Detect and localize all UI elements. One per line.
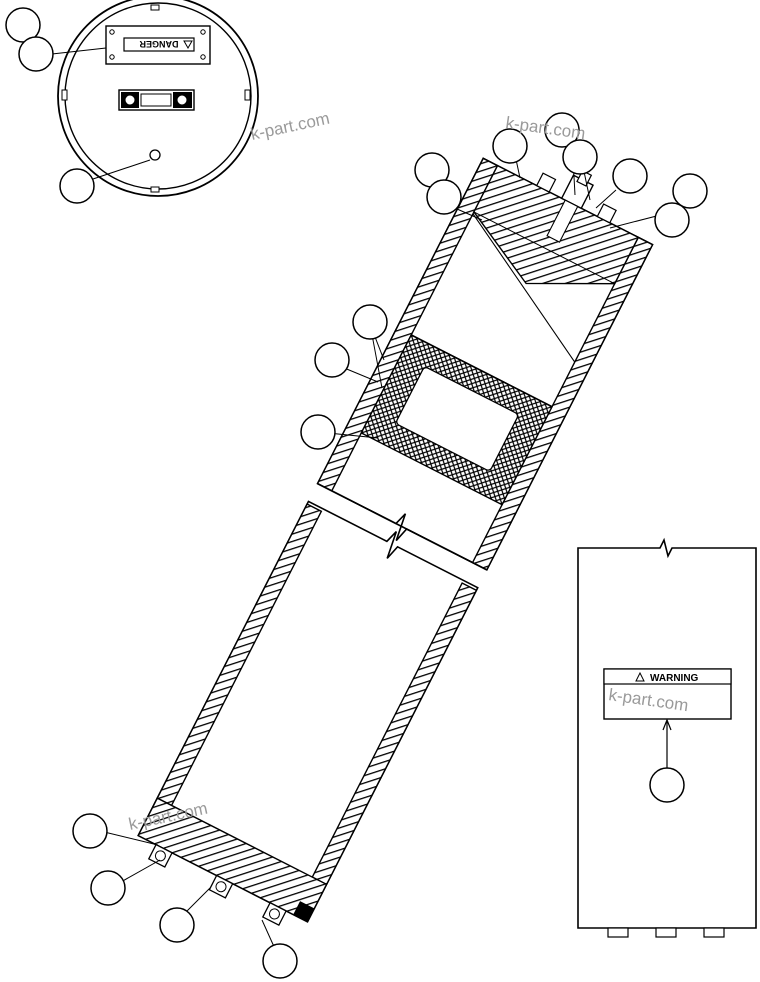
- callout-balloon: [314, 342, 350, 378]
- callout-balloon: [654, 202, 690, 238]
- danger-label: DANGER: [139, 39, 179, 49]
- callout-balloon: [159, 907, 195, 943]
- callout-balloon: [649, 767, 685, 803]
- danger-decal: DANGER: [105, 25, 211, 65]
- callout-balloon: [612, 158, 648, 194]
- warning-decal: WARNING: [603, 668, 732, 720]
- cylinder-lower-body: [137, 500, 479, 927]
- callout-balloon: [262, 943, 298, 979]
- cylinder-upper-body: [316, 157, 654, 571]
- end-cap-view: DANGER: [57, 0, 259, 197]
- callout-balloon: [18, 36, 54, 72]
- side-view-panel: WARNING: [577, 537, 757, 938]
- callout-balloons: [5, 7, 708, 979]
- callout-balloon: [544, 112, 580, 148]
- callout-balloon: [672, 173, 708, 209]
- vent-hole: [149, 149, 161, 161]
- callout-balloon: [562, 139, 598, 175]
- cylinder-section-view: [137, 157, 654, 927]
- callout-balloon: [426, 179, 462, 215]
- callout-balloon: [352, 304, 388, 340]
- handle: [118, 89, 195, 111]
- watermark-text: k-part.com: [249, 109, 331, 144]
- callout-balloon: [59, 168, 95, 204]
- callout-balloon: [492, 128, 528, 164]
- callout-balloon: [72, 813, 108, 849]
- warning-label: WARNING: [650, 673, 699, 684]
- callout-balloon: [90, 870, 126, 906]
- callout-balloon: [300, 414, 336, 450]
